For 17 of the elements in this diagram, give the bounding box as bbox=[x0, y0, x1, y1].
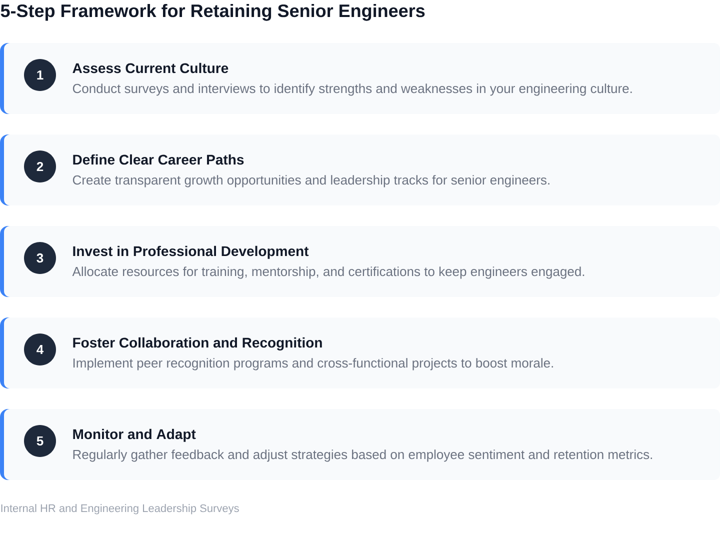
step-heading: Define Clear Career Paths bbox=[73, 154, 244, 165]
number-badge: 4 bbox=[24, 334, 56, 366]
step-description: Create transparent growth opportunities and leadership tracks for senior engineers. bbox=[72, 175, 550, 188]
step-description: Allocate resources for training, mentorship, and certifications to keep engineers engaged. bbox=[72, 266, 584, 279]
number-badge: 3 bbox=[24, 242, 56, 274]
step-heading: Monitor and Adapt bbox=[73, 428, 196, 442]
number-badge: 1 bbox=[24, 59, 56, 91]
number-badge: 2 bbox=[24, 150, 56, 182]
step-heading: Invest in Professional Development bbox=[73, 246, 309, 259]
step-heading: Assess Current Culture bbox=[72, 62, 228, 74]
step-heading: Foster Collaboration and Recognition bbox=[73, 337, 322, 350]
step-description: Implement peer recognition programs and cross-functional projects to boost morale. bbox=[73, 358, 553, 370]
title: 5-Step Framework for Retaining Senior Engineers bbox=[0, 4, 425, 21]
step-description: Regularly gather feedback and adjust strategies based on employee sentiment and retention metrics. bbox=[73, 450, 652, 462]
step-description: Conduct surveys and interviews to identify strengths and weaknesses in your engineering culture. bbox=[72, 84, 632, 96]
source-note: Internal HR and Engineering Leadership Surveys bbox=[1, 504, 239, 514]
number-badge: 5 bbox=[24, 425, 56, 457]
